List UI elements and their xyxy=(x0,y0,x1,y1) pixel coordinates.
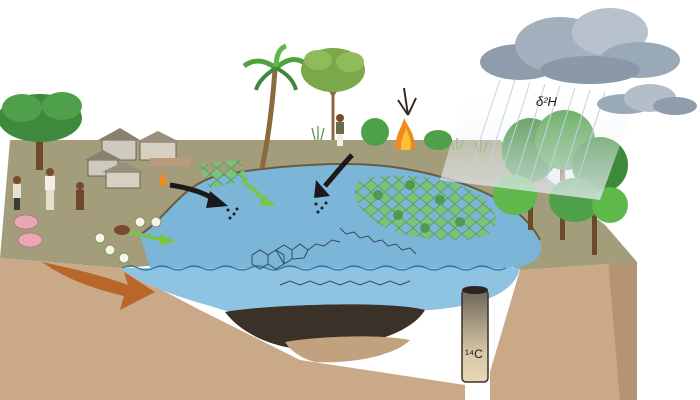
organic-input-arrow-center xyxy=(314,153,354,214)
lake-water-body xyxy=(120,268,520,312)
palm-tree xyxy=(242,43,310,169)
burning-shrubland xyxy=(361,87,452,150)
alkyl-chain xyxy=(339,227,417,255)
organic-input-arrow-left xyxy=(169,182,239,220)
village-huts xyxy=(84,128,190,189)
sediment-layer xyxy=(285,336,410,363)
soil-side-face xyxy=(605,225,637,400)
radiocarbon-label: ¹⁴C xyxy=(465,347,483,361)
runoff-arrow-upper xyxy=(240,178,276,206)
reed-patch xyxy=(198,160,248,188)
villagers xyxy=(13,114,344,235)
water-wave-line xyxy=(121,265,507,271)
fatty-acid-chain xyxy=(279,280,411,286)
lake-shoreline xyxy=(139,163,541,241)
soil-block-right xyxy=(490,262,637,400)
water-lilies xyxy=(94,216,162,264)
aquatic-plants xyxy=(373,180,465,233)
groundwater-inflow-arrow xyxy=(42,262,155,310)
sediment-core xyxy=(461,286,489,383)
large-shade-tree xyxy=(0,92,82,170)
campfire-icon xyxy=(159,172,167,186)
deuterium-label: δ²H xyxy=(536,94,558,109)
rain-streaks xyxy=(469,79,606,189)
rain-cloud xyxy=(480,8,680,84)
sterol-molecule xyxy=(251,239,341,270)
savanna-tree xyxy=(301,48,365,140)
runoff-arrow-lower xyxy=(129,230,176,246)
pigs xyxy=(13,214,43,248)
small-cloud xyxy=(597,84,697,115)
